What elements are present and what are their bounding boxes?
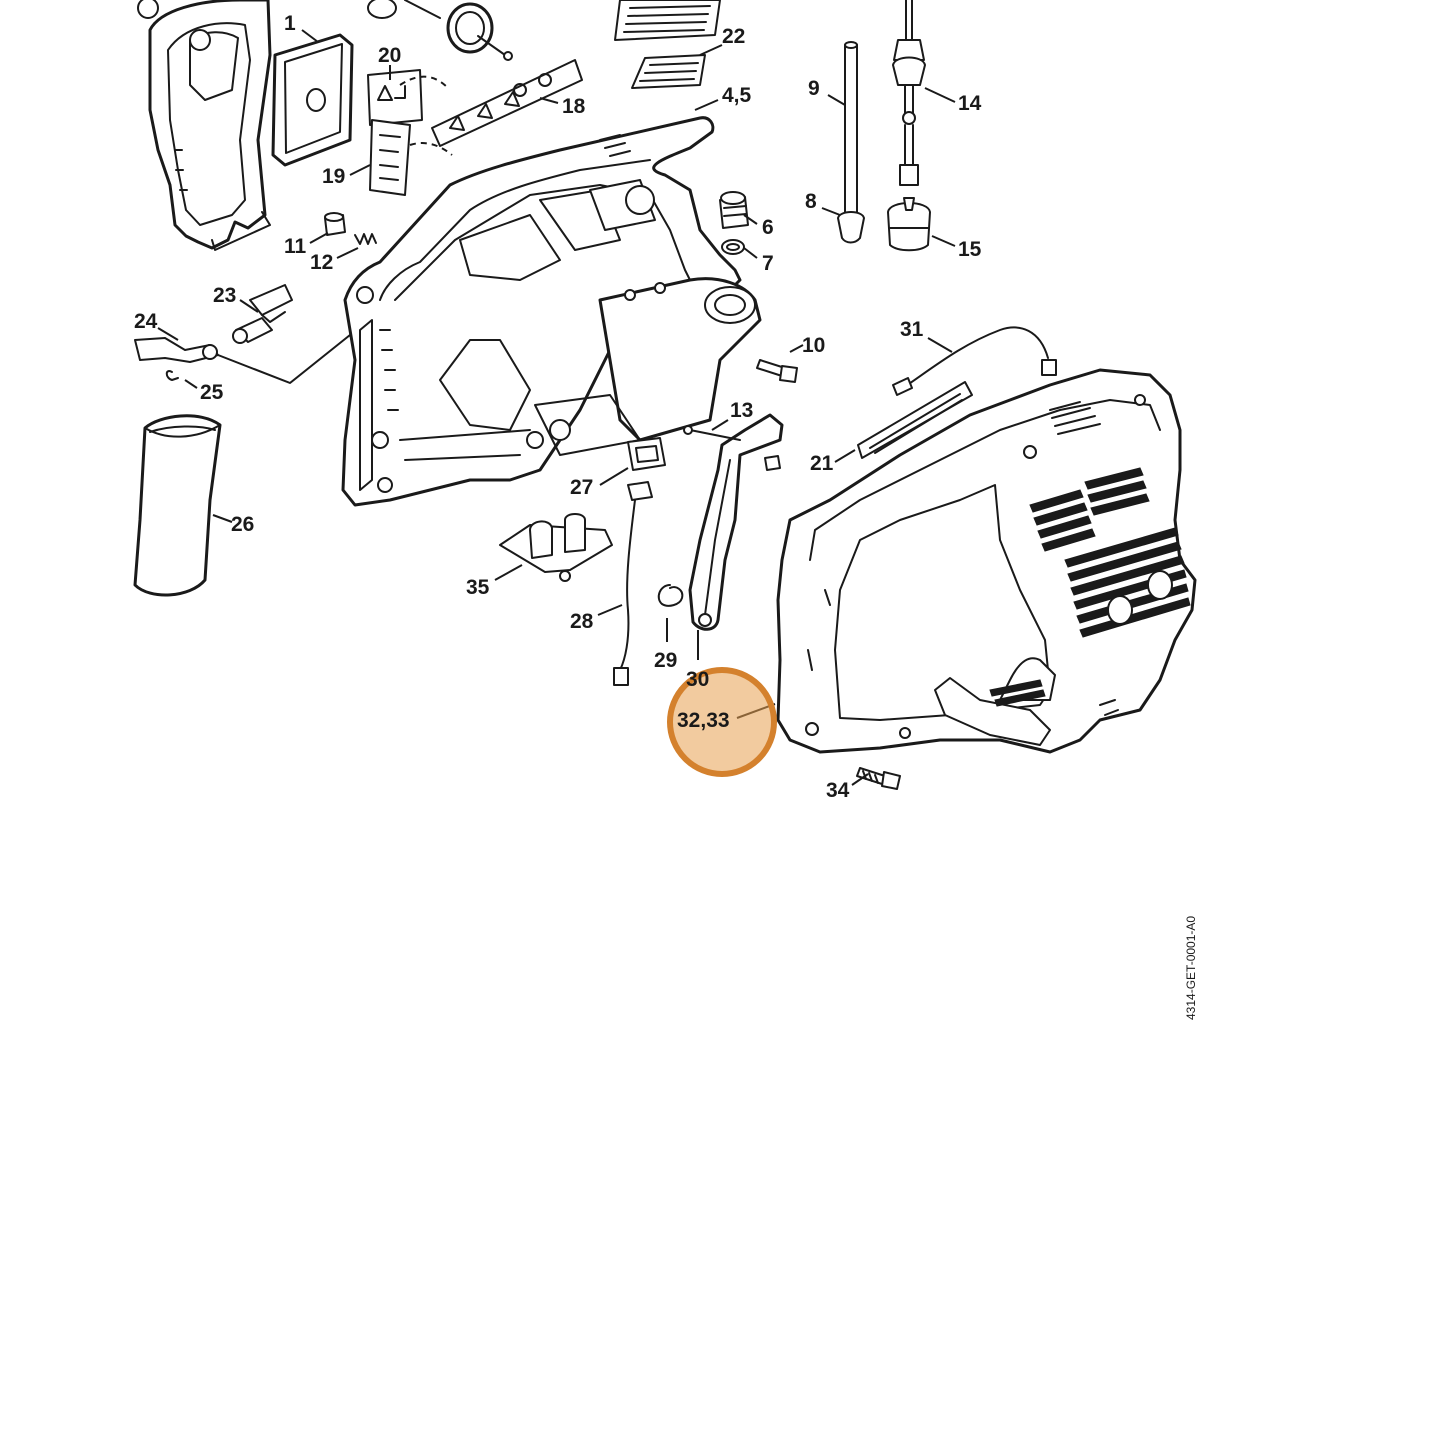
clip-part [657, 584, 684, 607]
callout-20[interactable]: 20 [378, 44, 401, 67]
callout-31[interactable]: 31 [900, 318, 924, 341]
callout-14[interactable]: 14 [958, 92, 982, 115]
callout-10[interactable]: 10 [802, 334, 825, 357]
trigger-lever-part [683, 413, 784, 631]
callout-21[interactable]: 21 [810, 452, 834, 475]
cable-part [613, 481, 653, 686]
callout-9[interactable]: 9 [808, 77, 820, 100]
o-ring-part [367, 0, 513, 61]
drawing-id-label: 4314-GET-0001-A0 [1184, 916, 1198, 1020]
callout-15[interactable]: 15 [958, 238, 982, 261]
highlight-circle [667, 667, 777, 777]
main-housing-part [341, 116, 762, 507]
callout-35[interactable]: 35 [466, 576, 490, 599]
filter-pad-part [614, 0, 721, 89]
sleeve-part [133, 414, 222, 597]
callout-4-5[interactable]: 4,5 [722, 84, 752, 107]
contact-spring-part [134, 334, 351, 384]
callout-8[interactable]: 8 [805, 190, 817, 213]
callout-6[interactable]: 6 [762, 216, 774, 239]
callout-7[interactable]: 7 [762, 252, 774, 275]
pin-part [764, 455, 781, 471]
throttle-cable-part [892, 326, 1057, 396]
spring-part [324, 212, 377, 245]
callout-labels: 1 4,5 6 7 8 9 10 11 12 13 14 15 18 19 20… [134, 12, 982, 802]
rear-housing-part [137, 0, 272, 251]
callout-34[interactable]: 34 [826, 779, 850, 802]
callout-28[interactable]: 28 [570, 610, 594, 633]
callout-22[interactable]: 22 [722, 25, 745, 48]
warning-label-part [367, 59, 583, 196]
screw-34-part [856, 767, 901, 790]
callout-25[interactable]: 25 [200, 381, 224, 404]
callout-26[interactable]: 26 [231, 513, 254, 536]
screw-part [756, 359, 798, 383]
callout-11[interactable]: 11 [284, 235, 307, 258]
air-filter-part [271, 33, 354, 167]
tube-part [837, 41, 865, 244]
callout-30[interactable]: 30 [686, 668, 709, 691]
callout-18[interactable]: 18 [562, 95, 586, 118]
fitting-part [719, 191, 749, 255]
callout-32-33[interactable]: 32,33 [677, 709, 730, 732]
switch-part [627, 437, 666, 471]
callout-1[interactable]: 1 [284, 12, 296, 35]
cover-plate-part [499, 513, 613, 582]
callout-29[interactable]: 29 [654, 649, 677, 672]
callout-24[interactable]: 24 [134, 310, 158, 333]
callout-12[interactable]: 12 [310, 251, 333, 274]
callout-13[interactable]: 13 [730, 399, 753, 422]
callout-27[interactable]: 27 [570, 476, 593, 499]
callout-23[interactable]: 23 [213, 284, 236, 307]
fuel-line-part [887, 0, 931, 252]
switch-lever-part [232, 284, 293, 344]
callout-19[interactable]: 19 [322, 165, 345, 188]
side-cover-part [776, 368, 1197, 754]
